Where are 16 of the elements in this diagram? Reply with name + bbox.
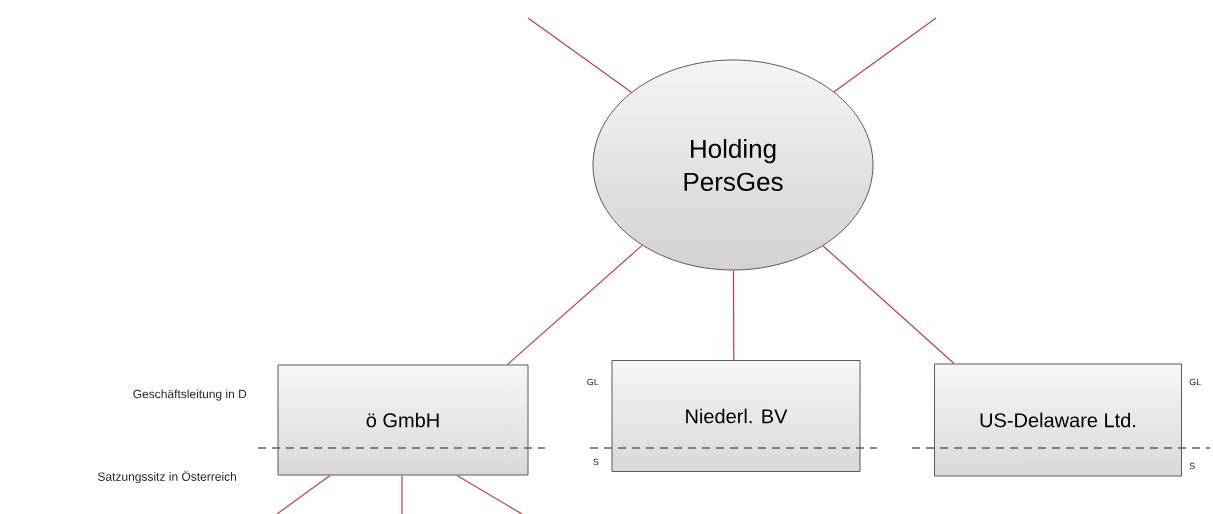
row-label: Satzungssitz in Österreich [98, 470, 236, 484]
connector-line [456, 474, 523, 514]
connector-line [527, 17, 632, 93]
connector-line [401, 474, 403, 514]
row-label: Geschäftsleitung in D [133, 389, 247, 401]
company-box: Niederl. BV [611, 360, 861, 472]
connector-line [833, 17, 937, 93]
connector-line [506, 244, 643, 366]
connector-line [732, 269, 735, 361]
connector-line [276, 474, 331, 514]
company-box: US-Delaware Ltd. [934, 363, 1182, 477]
company-box: ö GmbH [277, 364, 529, 476]
level-label: GL [587, 378, 599, 386]
level-label: S [1189, 462, 1195, 470]
level-label: S [593, 458, 599, 466]
connector-line [822, 245, 955, 365]
